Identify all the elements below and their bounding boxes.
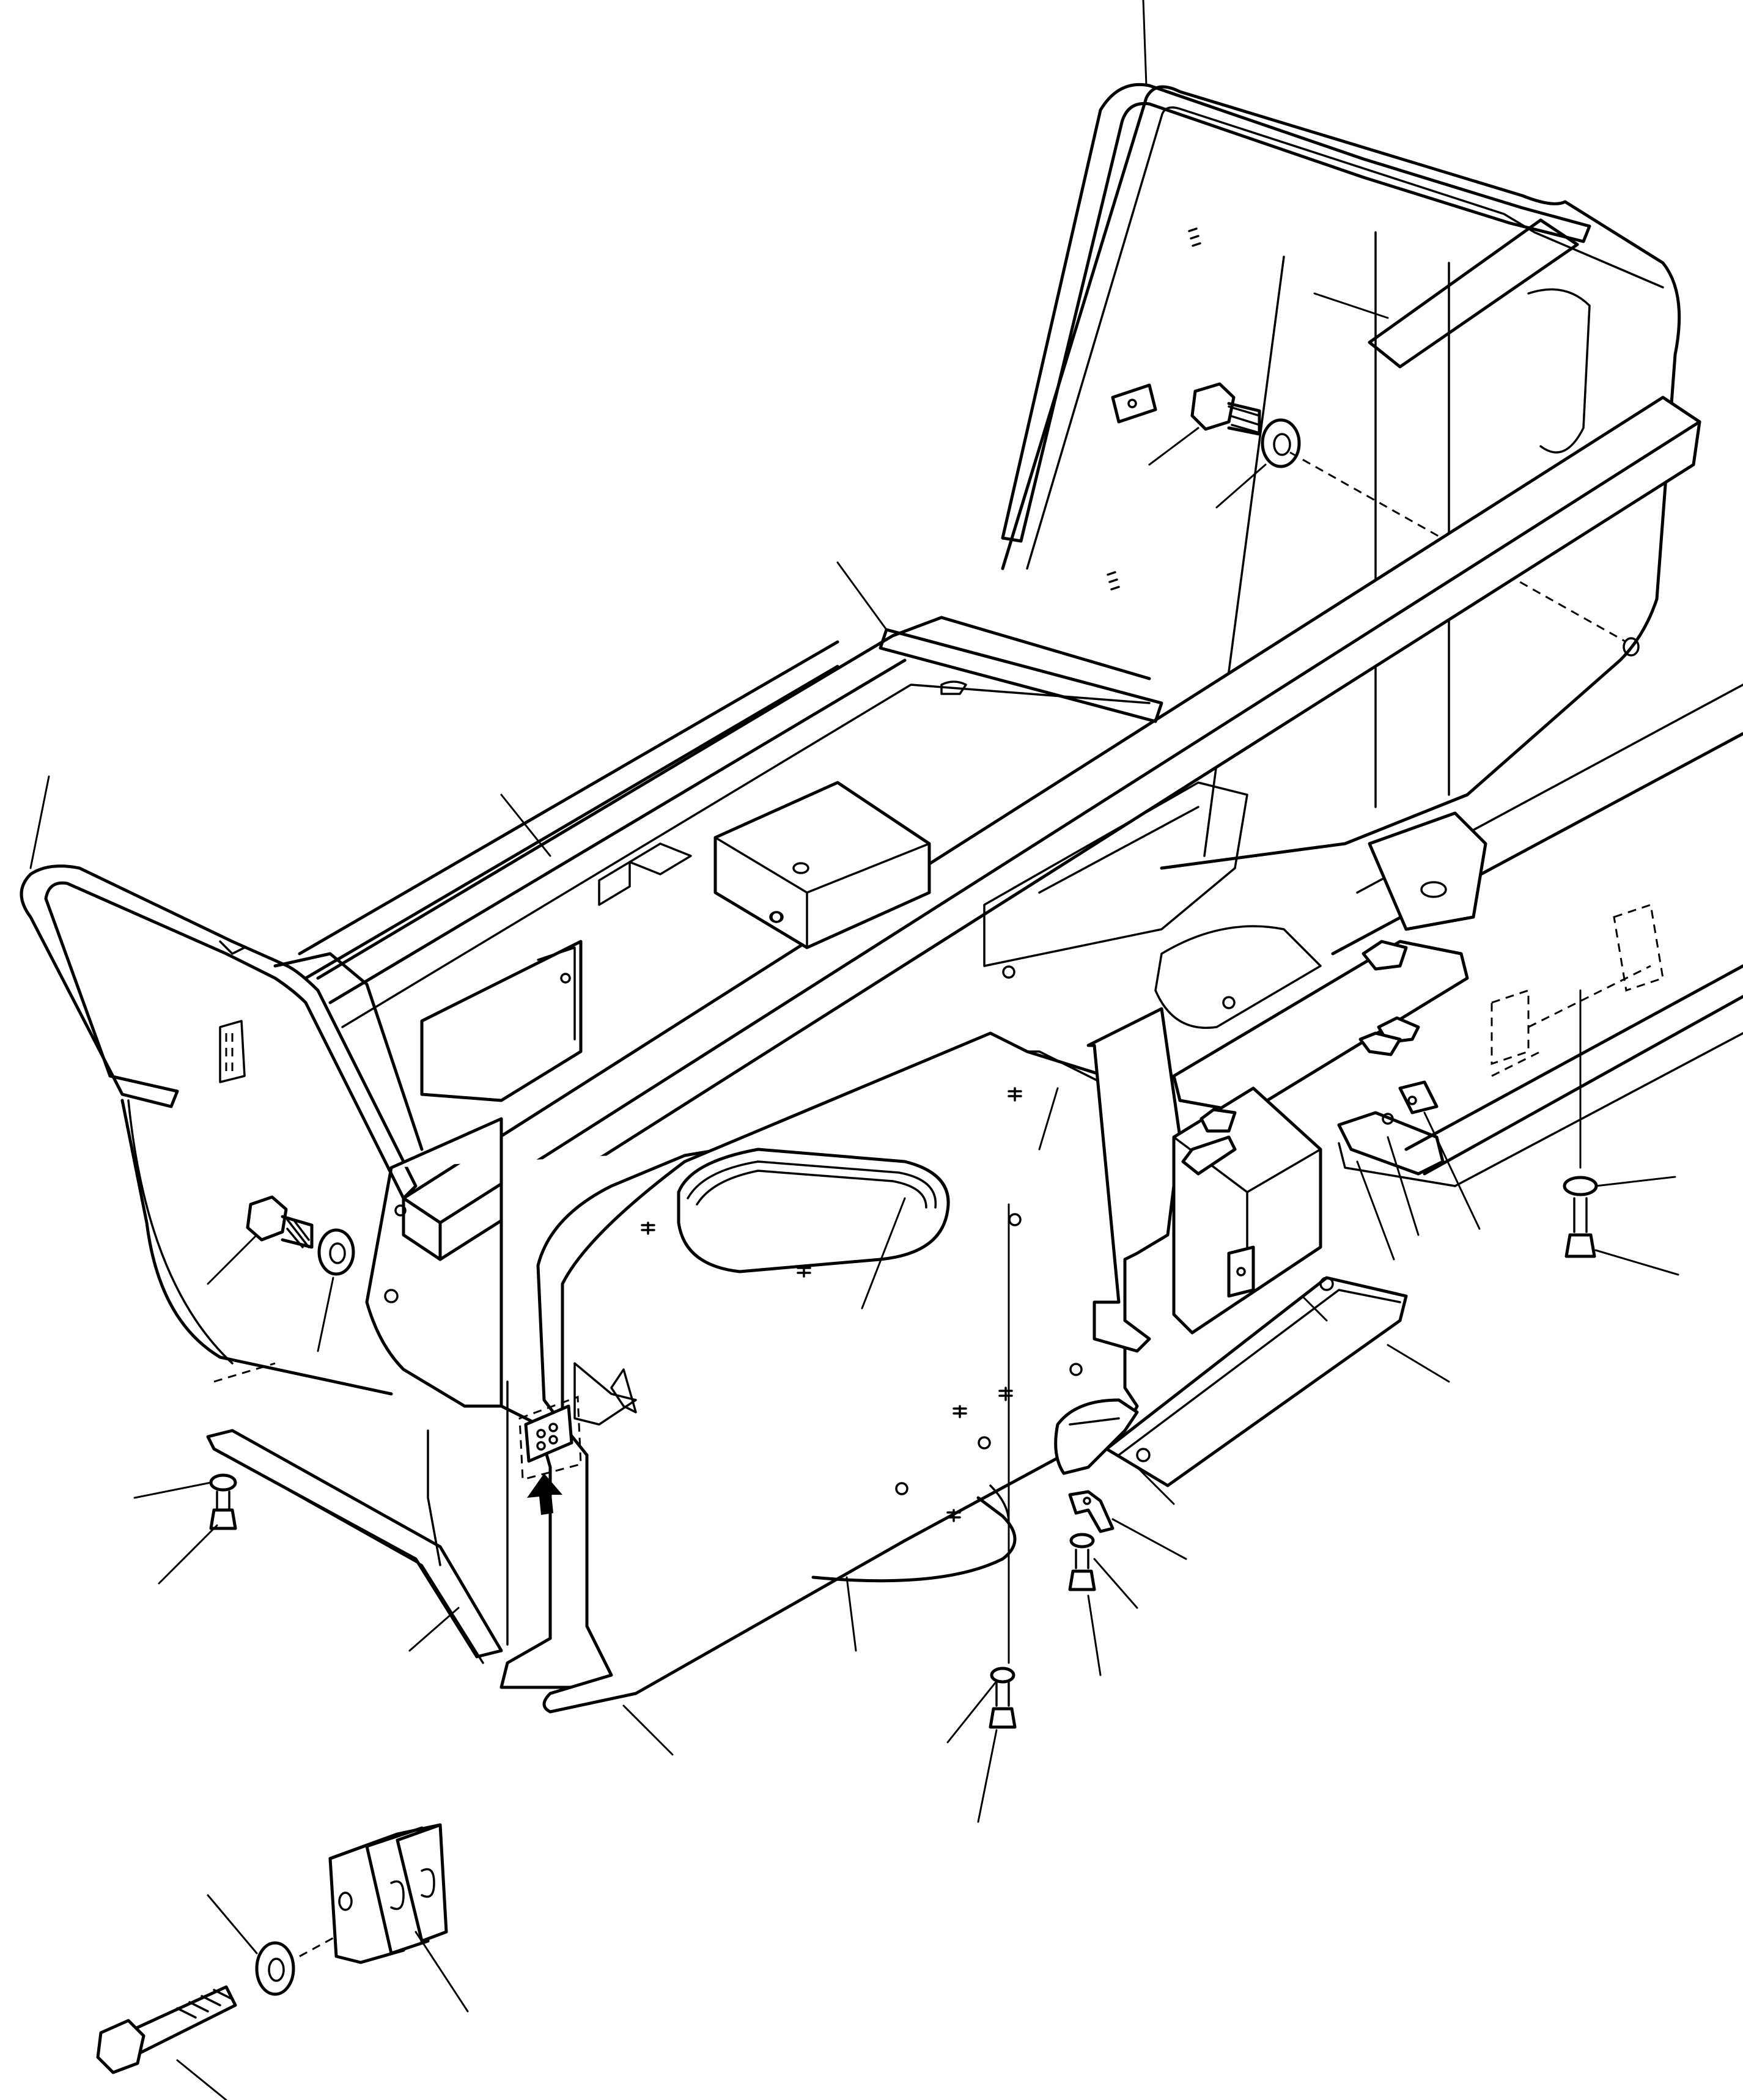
bracket-studs — [1181, 940, 1420, 1176]
callout-leaders — [29, 0, 1679, 2100]
left-washer-nut — [209, 1473, 237, 1530]
arrow-up-icon — [527, 1473, 562, 1515]
rear-upper-bracket — [1107, 227, 1201, 591]
washer-left — [317, 1228, 355, 1276]
left-side-frame — [120, 1020, 393, 1396]
rear-guard-rail — [1001, 83, 1591, 543]
left-guard-rail — [20, 864, 424, 1200]
center-housing — [713, 781, 931, 949]
clip-strip — [1054, 1398, 1139, 1475]
right-mount-strip — [1105, 1276, 1408, 1487]
left-mount-bracket — [420, 940, 583, 1102]
rear-frame-panel — [1001, 85, 1681, 870]
center-washer-bolt — [989, 1667, 1017, 1729]
p-clip — [1068, 1490, 1115, 1533]
clamp-block — [328, 1823, 448, 1964]
right-small-bracket — [1337, 1080, 1456, 1187]
far-right-washer-nut — [1563, 1176, 1598, 1258]
right-washer-nut — [1068, 1533, 1096, 1591]
upper-side-rail — [316, 616, 1163, 1028]
bolt-upper — [1190, 382, 1261, 436]
washer-upper — [1261, 418, 1301, 468]
left-front-panel — [365, 1117, 722, 1689]
stud-markers — [641, 911, 1236, 1522]
central-seat-pan — [983, 781, 1322, 1029]
oval-access-hole — [677, 1148, 950, 1273]
right-side-rail — [1331, 683, 1743, 1187]
right-seat-bracket — [1086, 940, 1469, 1353]
washer-loose — [255, 1941, 295, 1996]
left-inner-panel — [427, 1362, 637, 1566]
lower-left-rail — [206, 1368, 637, 1664]
rail-mount-block — [1368, 811, 1487, 931]
bolt-left — [246, 1195, 314, 1249]
long-bolt-loose — [96, 1985, 237, 2074]
connector-block — [518, 1395, 582, 1481]
main-cross-beam — [402, 396, 1701, 1261]
left-upper-rail — [298, 640, 839, 980]
